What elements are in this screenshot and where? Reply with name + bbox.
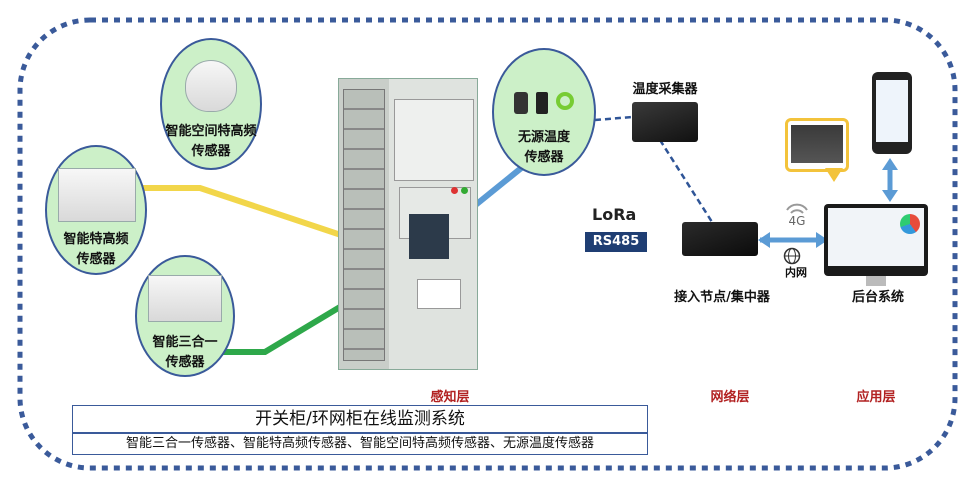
- access-node-device: [682, 222, 758, 256]
- collector-to-node-link: [658, 139, 714, 223]
- signal-4g-icon: [782, 200, 812, 230]
- net-4g-label: 4G: [788, 214, 806, 228]
- switchgear-cabinet: [338, 78, 478, 370]
- three-in-one-sensor-label: 智能三合一 传感器: [152, 335, 218, 370]
- lora-logo: LoRa: [592, 205, 637, 224]
- passive-temp-sensor-image: [510, 88, 578, 118]
- access-node-label: 接入节点/集中器: [674, 290, 770, 305]
- globe-icon: [783, 247, 801, 265]
- popup-screen: [785, 118, 849, 172]
- temp-collector-device: [632, 102, 698, 142]
- temp-collector-label: 温度采集器: [632, 82, 698, 97]
- dome-camera-image: [185, 60, 237, 112]
- application-layer-label: 应用层: [856, 390, 896, 405]
- system-title: 开关柜/环网柜在线监测系统: [255, 409, 465, 429]
- three-in-one-sensor-image: [148, 275, 222, 322]
- collector-dashed-link: [594, 115, 633, 122]
- intranet-label: 内网: [785, 266, 807, 279]
- title-divider: [73, 432, 647, 434]
- system-subtitle: 智能三合一传感器、智能特高频传感器、智能空间特高频传感器、无源温度传感器: [125, 435, 594, 451]
- uhf-sensor-label: 智能特高频 传感器: [63, 232, 129, 267]
- perception-layer-label: 感知层: [430, 390, 470, 405]
- popup-pointer: [825, 168, 843, 182]
- uhf-sensor-image: [58, 168, 136, 222]
- backend-label: 后台系统: [851, 290, 904, 305]
- network-layer-label: 网络层: [710, 390, 750, 405]
- monitor-stand: [866, 276, 886, 286]
- passive-temp-sensor-label: 无源温度 传感器: [517, 130, 570, 165]
- backend-monitor: [824, 204, 928, 276]
- system-title-panel: 开关柜/环网柜在线监测系统 智能三合一传感器、智能特高频传感器、智能空间特高频传…: [72, 405, 648, 455]
- phone-device: [872, 72, 912, 154]
- space-uhf-sensor-label: 智能空间特高频 传感器: [165, 124, 257, 159]
- rs485-badge: RS485: [585, 232, 647, 252]
